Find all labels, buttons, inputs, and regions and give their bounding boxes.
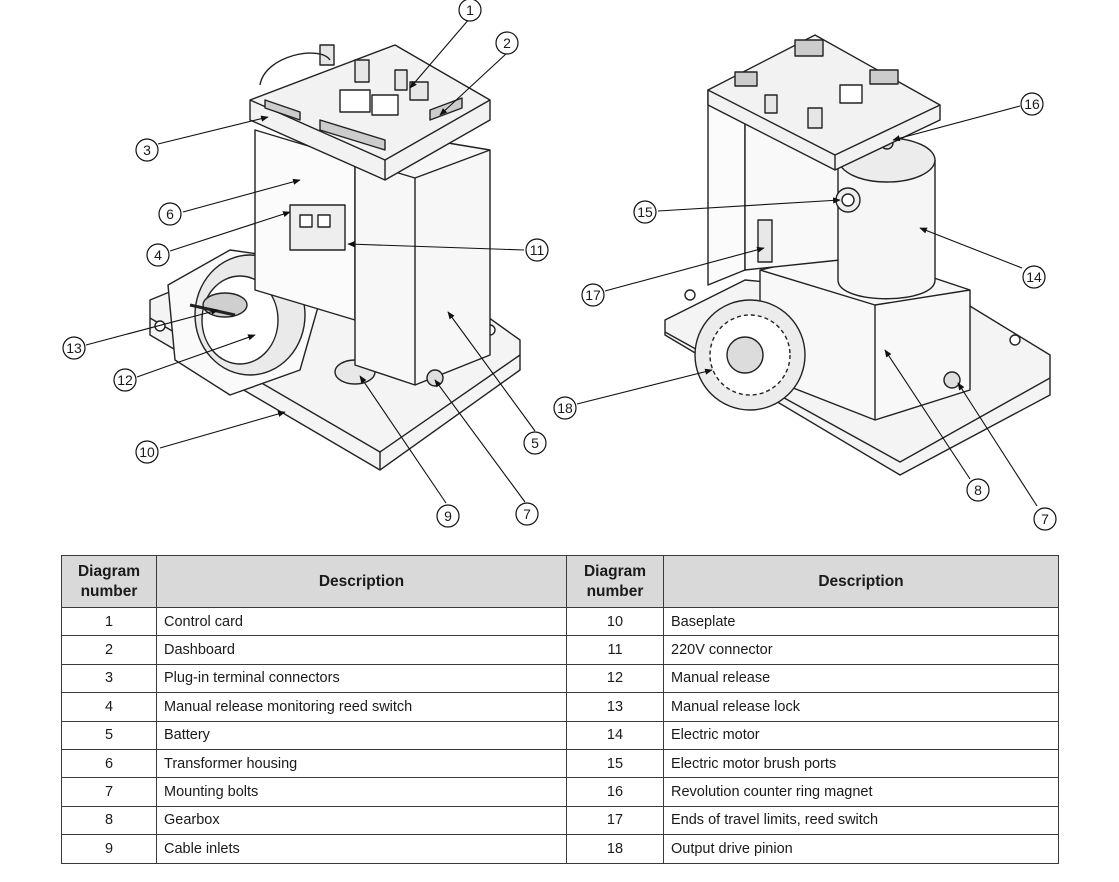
electric-motor-drawing [837, 160, 936, 300]
callout-16: 16 [1024, 96, 1040, 112]
exploded-diagram: 1 2 3 6 4 5 7 9 10 11 12 13 16 15 14 17 … [62, 0, 1057, 531]
reed-switch-drawing [757, 219, 773, 263]
description-cell: Output drive pinion [663, 834, 1059, 864]
callout-6: 6 [166, 206, 174, 222]
diagram-number-cell: 16 [566, 777, 664, 807]
callout-14: 14 [1026, 269, 1042, 285]
diagram-number-cell: 11 [566, 635, 664, 665]
diagram-number-cell: 7 [61, 777, 157, 807]
callout-7-right: 7 [1041, 511, 1049, 527]
callout-10: 10 [139, 444, 155, 460]
callout-5: 5 [531, 435, 539, 451]
description-cell: Electric motor brush ports [663, 748, 1059, 779]
description-cell: Manual release monitoring reed switch [156, 692, 567, 722]
diagram-number-cell: 12 [566, 663, 664, 694]
description-cell: Electric motor [663, 720, 1059, 750]
header-description-right: Description [663, 555, 1059, 608]
description-cell: Revolution counter ring magnet [663, 777, 1059, 807]
callout-15: 15 [637, 204, 653, 220]
mounting-bolt-right-drawing [943, 371, 961, 389]
description-cell: Baseplate [663, 606, 1059, 637]
parts-table: Diagram number Description Diagram numbe… [61, 555, 1059, 864]
callout-9: 9 [444, 508, 452, 524]
diagram-number-cell: 2 [61, 635, 157, 665]
callout-1: 1 [466, 2, 474, 18]
header-diagram-number-right: Diagram number [566, 555, 664, 608]
diagram-number-cell: 9 [61, 834, 157, 864]
callout-17: 17 [585, 287, 601, 303]
callout-4: 4 [154, 247, 162, 263]
description-cell: Control card [156, 606, 567, 637]
parts-table-header: Diagram number Description Diagram numbe… [61, 555, 1059, 608]
right-unit-drawing [664, 34, 1051, 476]
description-cell: Battery [156, 720, 567, 750]
callout-11: 11 [530, 242, 545, 258]
description-cell: Ends of travel limits, reed switch [663, 805, 1059, 836]
diagram-number-cell: 15 [566, 748, 664, 779]
description-cell: Manual release [663, 663, 1059, 694]
description-cell: Dashboard [156, 635, 567, 665]
callout-18: 18 [557, 400, 573, 416]
description-cell: 220V connector [663, 635, 1059, 665]
diagram-number-cell: 6 [61, 748, 157, 779]
callout-7-left: 7 [523, 506, 531, 522]
diagram-number-cell: 18 [566, 834, 664, 864]
diagram-number-cell: 14 [566, 720, 664, 750]
header-diagram-number-left: Diagram number [61, 555, 157, 608]
description-cell: Manual release lock [663, 692, 1059, 722]
callout-13: 13 [66, 340, 82, 356]
diagram-number-cell: 3 [61, 663, 157, 694]
diagram-number-cell: 10 [566, 606, 664, 637]
callout-2: 2 [503, 35, 511, 51]
diagram-number-cell: 4 [61, 692, 157, 722]
description-cell: Mounting bolts [156, 777, 567, 807]
description-cell: Cable inlets [156, 834, 567, 864]
diagram-number-cell: 13 [566, 692, 664, 722]
header-description-left: Description [156, 555, 567, 608]
battery-drawing [354, 139, 491, 386]
control-card-right-drawing [707, 34, 941, 171]
diagram-number-cell: 5 [61, 720, 157, 750]
diagram-number-cell: 1 [61, 606, 157, 637]
callout-12: 12 [117, 372, 133, 388]
description-cell: Gearbox [156, 805, 567, 836]
description-cell: Plug-in terminal connectors [156, 663, 567, 694]
left-unit-drawing [149, 44, 521, 471]
description-cell: Transformer housing [156, 748, 567, 779]
mounting-bolt-left-drawing [426, 369, 444, 387]
diagram-number-cell: 17 [566, 805, 664, 836]
callout-8: 8 [974, 482, 982, 498]
diagram-number-cell: 8 [61, 805, 157, 836]
callout-3: 3 [143, 142, 151, 158]
